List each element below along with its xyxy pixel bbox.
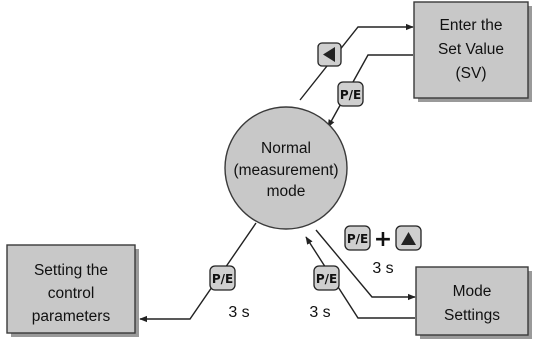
normal-mode-line-3: mode (267, 183, 306, 200)
control-params-line-3: parameters (32, 308, 111, 325)
control-parameters-node: Setting the control parameters (6, 244, 139, 337)
connector-normal-to-mode-settings (315, 229, 416, 301)
pe-button-label: P/E (212, 272, 233, 286)
pe-button-label: P/E (340, 88, 361, 102)
set-value-line-2: Set Value (438, 41, 504, 58)
connector-normal-to-set-value (299, 23, 414, 101)
pe-button-icon-mode-settings: P/E (313, 265, 340, 291)
pe-plus-up-button-group: P/E + (344, 225, 422, 252)
connector-normal-to-control-params (139, 222, 257, 323)
set-value-node: Enter the Set Value (SV) (413, 1, 532, 102)
timing-label-to-mode-settings: 3 s (372, 260, 393, 277)
normal-mode-node: Normal (measurement) mode (224, 106, 348, 230)
set-value-line-3: (SV) (456, 65, 487, 82)
mode-settings-line-1: Mode (453, 283, 492, 300)
control-params-line-2: control (48, 285, 95, 302)
timing-label-from-mode-settings: 3 s (309, 304, 330, 321)
normal-mode-line-2: (measurement) (233, 162, 338, 179)
pe-button-label: P/E (347, 232, 368, 246)
plus-sign: + (374, 227, 392, 252)
mode-settings-node: Mode Settings (415, 266, 532, 339)
pe-button-label: P/E (316, 272, 337, 286)
set-value-line-1: Enter the (440, 17, 503, 34)
left-arrow-button-icon (317, 42, 342, 67)
control-params-line-1: Setting the (34, 262, 108, 279)
connector-mode-settings-to-normal (305, 236, 415, 319)
pe-button-icon-set-value: P/E (337, 81, 364, 107)
mode-settings-line-2: Settings (444, 307, 500, 324)
timing-label-to-control-params: 3 s (228, 304, 249, 321)
normal-mode-line-1: Normal (261, 140, 311, 157)
pe-button-icon-control-params: P/E (209, 265, 236, 291)
